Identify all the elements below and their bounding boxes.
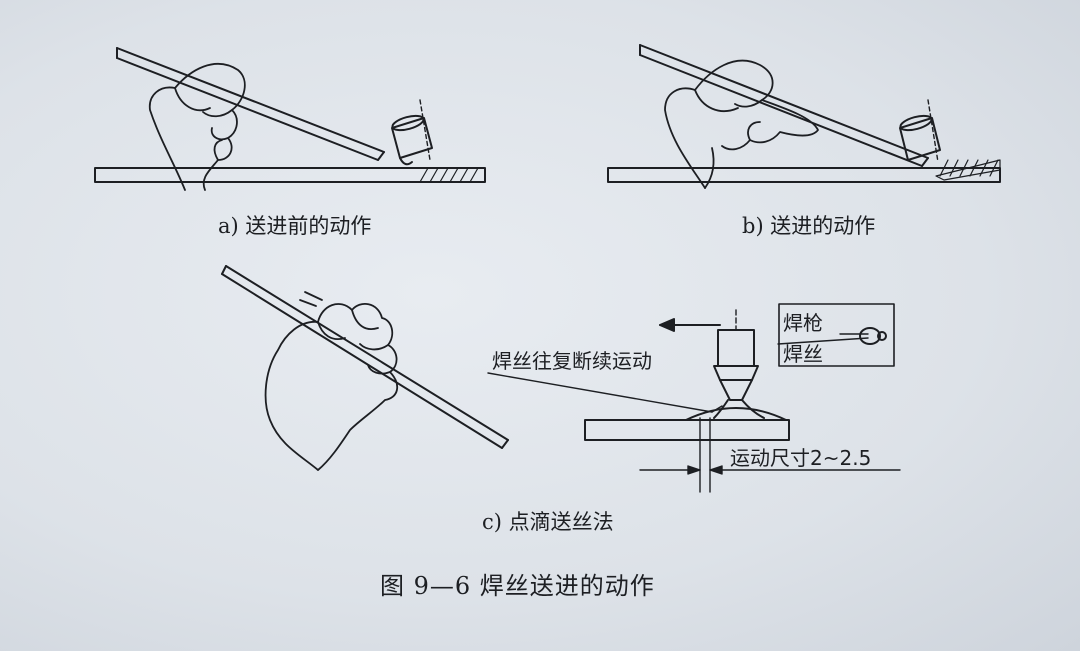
c-torch-body bbox=[713, 309, 765, 419]
b-workpiece-hatch bbox=[935, 159, 1001, 181]
wire-motion-label: 焊丝往复断续运动 bbox=[492, 349, 652, 373]
subfigure-a-caption: a) 送进前的动作 bbox=[218, 214, 372, 238]
figure-caption: 图 9—6 焊丝送进的动作 bbox=[380, 572, 655, 600]
c-workpiece bbox=[584, 419, 790, 441]
c-weld-bead bbox=[685, 407, 787, 421]
torch-label: 焊枪 bbox=[783, 311, 823, 335]
b-filler-rod bbox=[639, 44, 929, 167]
a-torch bbox=[391, 99, 433, 166]
c-direction-arrow bbox=[659, 318, 721, 332]
subfigure-b-drawing bbox=[607, 44, 1001, 189]
subfigure-c-caption: c) 点滴送丝法 bbox=[482, 510, 614, 534]
motion-size-label: 运动尺寸2~2.5 bbox=[730, 446, 872, 470]
c-hand bbox=[264, 291, 399, 471]
c-inset-box bbox=[777, 303, 895, 367]
a-base-plate bbox=[94, 167, 486, 183]
b-hand bbox=[664, 59, 819, 189]
subfigure-c-hand-drawing bbox=[221, 265, 509, 471]
subfigure-b-caption: b) 送进的动作 bbox=[742, 214, 876, 238]
c-filler-rod bbox=[221, 265, 509, 449]
c-motion-dimension bbox=[639, 417, 901, 493]
a-workpiece-hatch bbox=[419, 167, 479, 183]
subfigure-c-torch-schematic bbox=[487, 303, 901, 493]
b-torch bbox=[899, 99, 941, 163]
wire-label: 焊丝 bbox=[783, 342, 823, 366]
a-filler-rod bbox=[116, 47, 385, 161]
a-hand bbox=[148, 63, 246, 191]
subfigure-a-drawing bbox=[94, 47, 486, 191]
b-base-plate bbox=[607, 167, 1001, 183]
c-wire-pointer bbox=[487, 372, 713, 413]
